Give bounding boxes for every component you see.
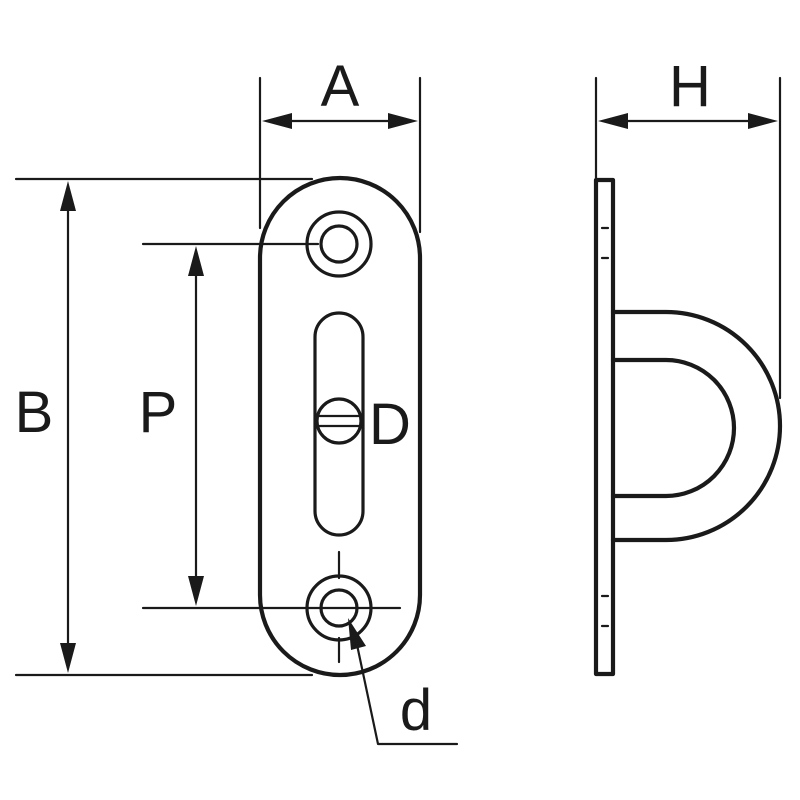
leader-d: d [348, 618, 459, 746]
b-arrow-bottom [60, 643, 76, 673]
label-d-lower: d [400, 678, 432, 743]
label-h: H [669, 54, 711, 119]
dimension-b: B [15, 177, 314, 677]
d-leader-arrow [348, 618, 366, 650]
dimension-h: H [594, 54, 782, 400]
b-arrow-top [60, 181, 76, 211]
h-arrow-right [748, 113, 778, 129]
p-arrow-top [188, 246, 204, 276]
label-a: A [321, 54, 360, 119]
front-view [141, 175, 423, 678]
label-d-upper: D [369, 392, 411, 457]
side-view [593, 177, 783, 677]
d-leader-line [354, 638, 459, 746]
label-p: P [139, 380, 178, 445]
plate-outline [257, 175, 423, 678]
label-b: B [15, 380, 54, 445]
side-loop-inner [610, 357, 737, 499]
top-hole-inner [319, 224, 359, 264]
a-arrow-left [262, 113, 292, 129]
side-plate [593, 177, 616, 677]
center-slot [313, 311, 365, 537]
pin-circle [315, 397, 363, 445]
a-arrow-right [388, 113, 418, 129]
side-loop-outer [610, 309, 783, 543]
h-arrow-left [598, 113, 628, 129]
dimension-a: A [258, 54, 422, 234]
dimension-p: P [139, 246, 204, 606]
p-arrow-bottom [188, 576, 204, 606]
